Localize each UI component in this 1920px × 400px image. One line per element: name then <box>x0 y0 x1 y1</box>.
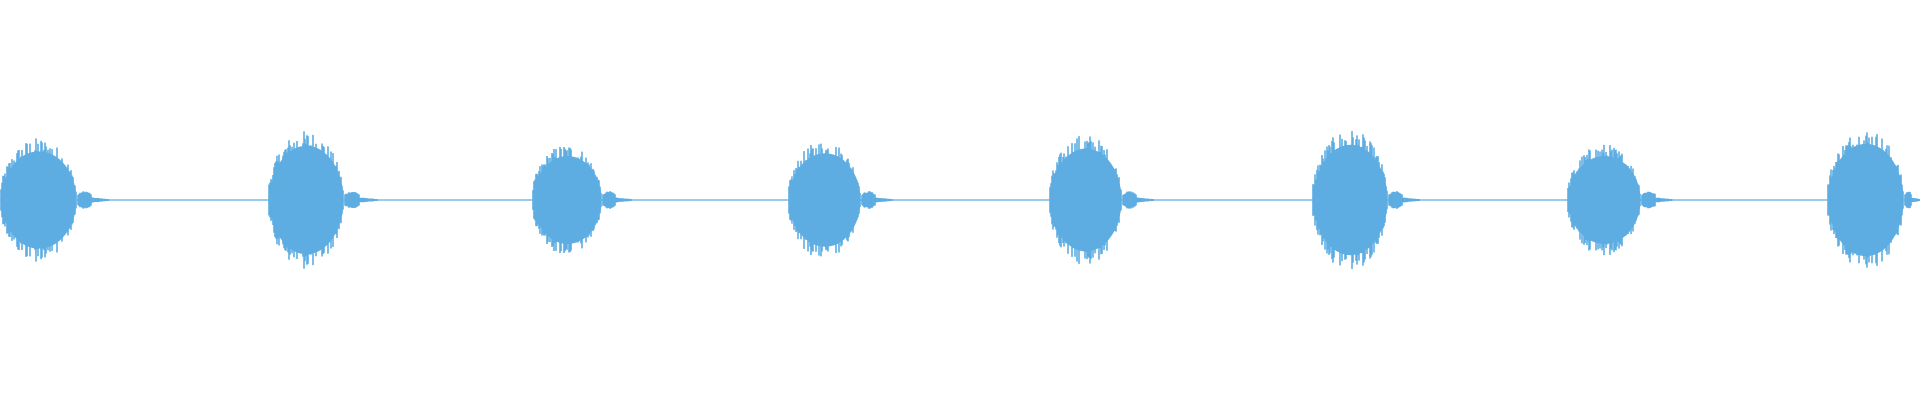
waveform-bursts <box>0 131 1920 269</box>
waveform-burst-body <box>1050 148 1122 252</box>
waveform-burst-body <box>269 145 344 255</box>
waveform-burst-body <box>533 156 602 244</box>
waveform-burst-body <box>1828 143 1904 257</box>
waveform-burst-body <box>1 151 77 249</box>
waveform-burst-body <box>1313 144 1388 256</box>
waveform-burst-body <box>1568 156 1641 244</box>
waveform-burst-body <box>789 153 861 247</box>
